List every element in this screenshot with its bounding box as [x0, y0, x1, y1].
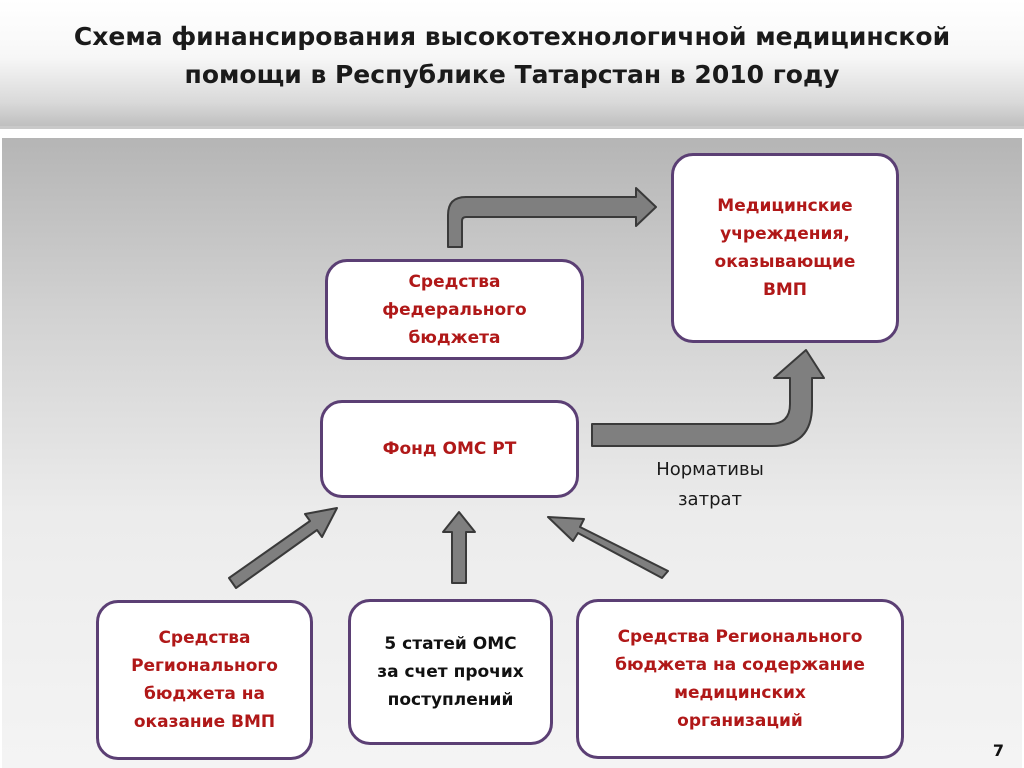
node-regional-budget-maintenance-label: Средства Регионального бюджета на содерж… [615, 627, 865, 731]
node-regional-budget-vmp: Средства Регионального бюджета на оказан… [96, 600, 313, 760]
edge-label-cost-standards: Нормативы затрат [656, 459, 764, 510]
node-oms-articles-label: 5 статей ОМС за счет прочих поступлений [377, 634, 524, 710]
page-title: Схема финансирования высокотехнологичной… [73, 22, 951, 89]
node-federal-budget-label: Средства федерального бюджета [382, 271, 527, 348]
arrow-federal-to-institutions [447, 187, 657, 248]
node-oms-fund-label: Фонд ОМС РТ [382, 439, 517, 459]
node-oms-articles: 5 статей ОМС за счет прочих поступлений [348, 599, 553, 745]
header-divider [0, 126, 1024, 129]
node-regional-budget-vmp-label: Средства Регионального бюджета на оказан… [131, 628, 278, 732]
arrow-regional-maintenance-to-fund [547, 516, 669, 579]
arrow-regional-vmp-to-fund [228, 507, 338, 589]
node-oms-fund: Фонд ОМС РТ [320, 400, 579, 498]
arrow-fund-to-institutions [591, 349, 825, 447]
page-number: 7 [992, 741, 1004, 760]
header-band [0, 0, 1024, 128]
node-medical-institutions: Медицинские учреждения, оказывающие ВМП [671, 153, 899, 343]
arrow-articles-to-fund [442, 511, 476, 584]
node-federal-budget: Средства федерального бюджета [325, 259, 584, 360]
node-regional-budget-maintenance: Средства Регионального бюджета на содерж… [576, 599, 904, 759]
node-medical-institutions-label: Медицинские учреждения, оказывающие ВМП [714, 196, 856, 300]
